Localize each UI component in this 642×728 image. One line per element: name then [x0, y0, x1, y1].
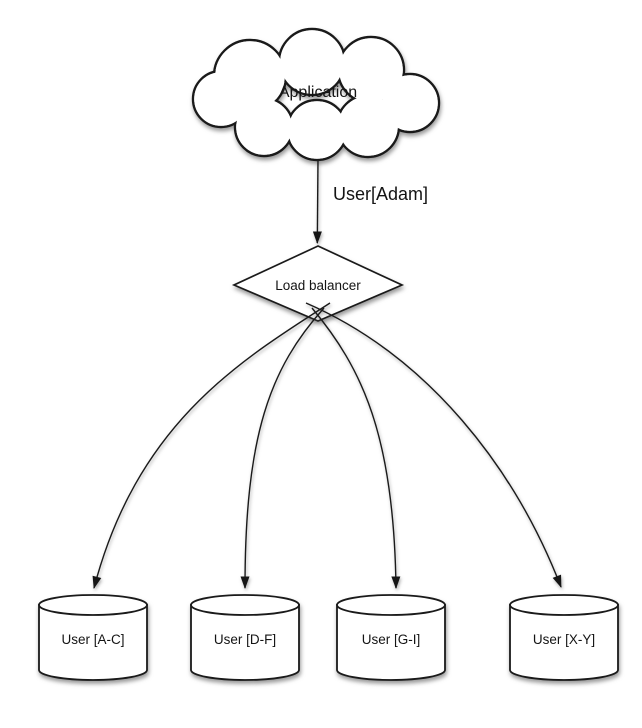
shard-4-label: User [X-Y]: [533, 632, 595, 647]
edge-lb-to-shard-1: [92, 302, 331, 589]
cylinder-top: [38, 594, 148, 616]
edges-lb-to-shards: [92, 302, 562, 589]
diamond-node-load-balancer: [231, 245, 405, 322]
db-node-shard-1: [38, 594, 148, 681]
cloud-node-application: [191, 27, 441, 162]
cylinder-body: [38, 604, 148, 681]
diamond-shape: [231, 245, 405, 322]
cylinder-top: [336, 594, 446, 616]
shard-1-label: User [A-C]: [61, 632, 124, 647]
load-balancer-label: Load balancer: [275, 278, 361, 293]
cylinder-body: [336, 604, 446, 681]
cylinder-body: [190, 604, 300, 681]
cylinder-top: [509, 594, 619, 616]
edge-app-to-lb-line: [312, 158, 322, 244]
cylinder-body: [509, 604, 619, 681]
db-node-shard-4: [509, 594, 619, 681]
application-label: Application: [279, 84, 357, 101]
edge-lb-to-shard-2: [240, 307, 325, 589]
edge-app-to-lb: [312, 158, 322, 244]
shard-3-label: User [G-I]: [362, 632, 421, 647]
cloud-fill: [194, 30, 438, 159]
edge-lb-to-shard-3: [311, 307, 401, 589]
edge-lb-to-shard-4: [305, 302, 562, 588]
cylinder-top: [190, 594, 300, 616]
db-node-shard-3: [336, 594, 446, 681]
db-node-shard-2: [190, 594, 300, 681]
edge-app-to-lb-label: User[Adam]: [333, 184, 428, 204]
shard-2-label: User [D-F]: [214, 632, 276, 647]
